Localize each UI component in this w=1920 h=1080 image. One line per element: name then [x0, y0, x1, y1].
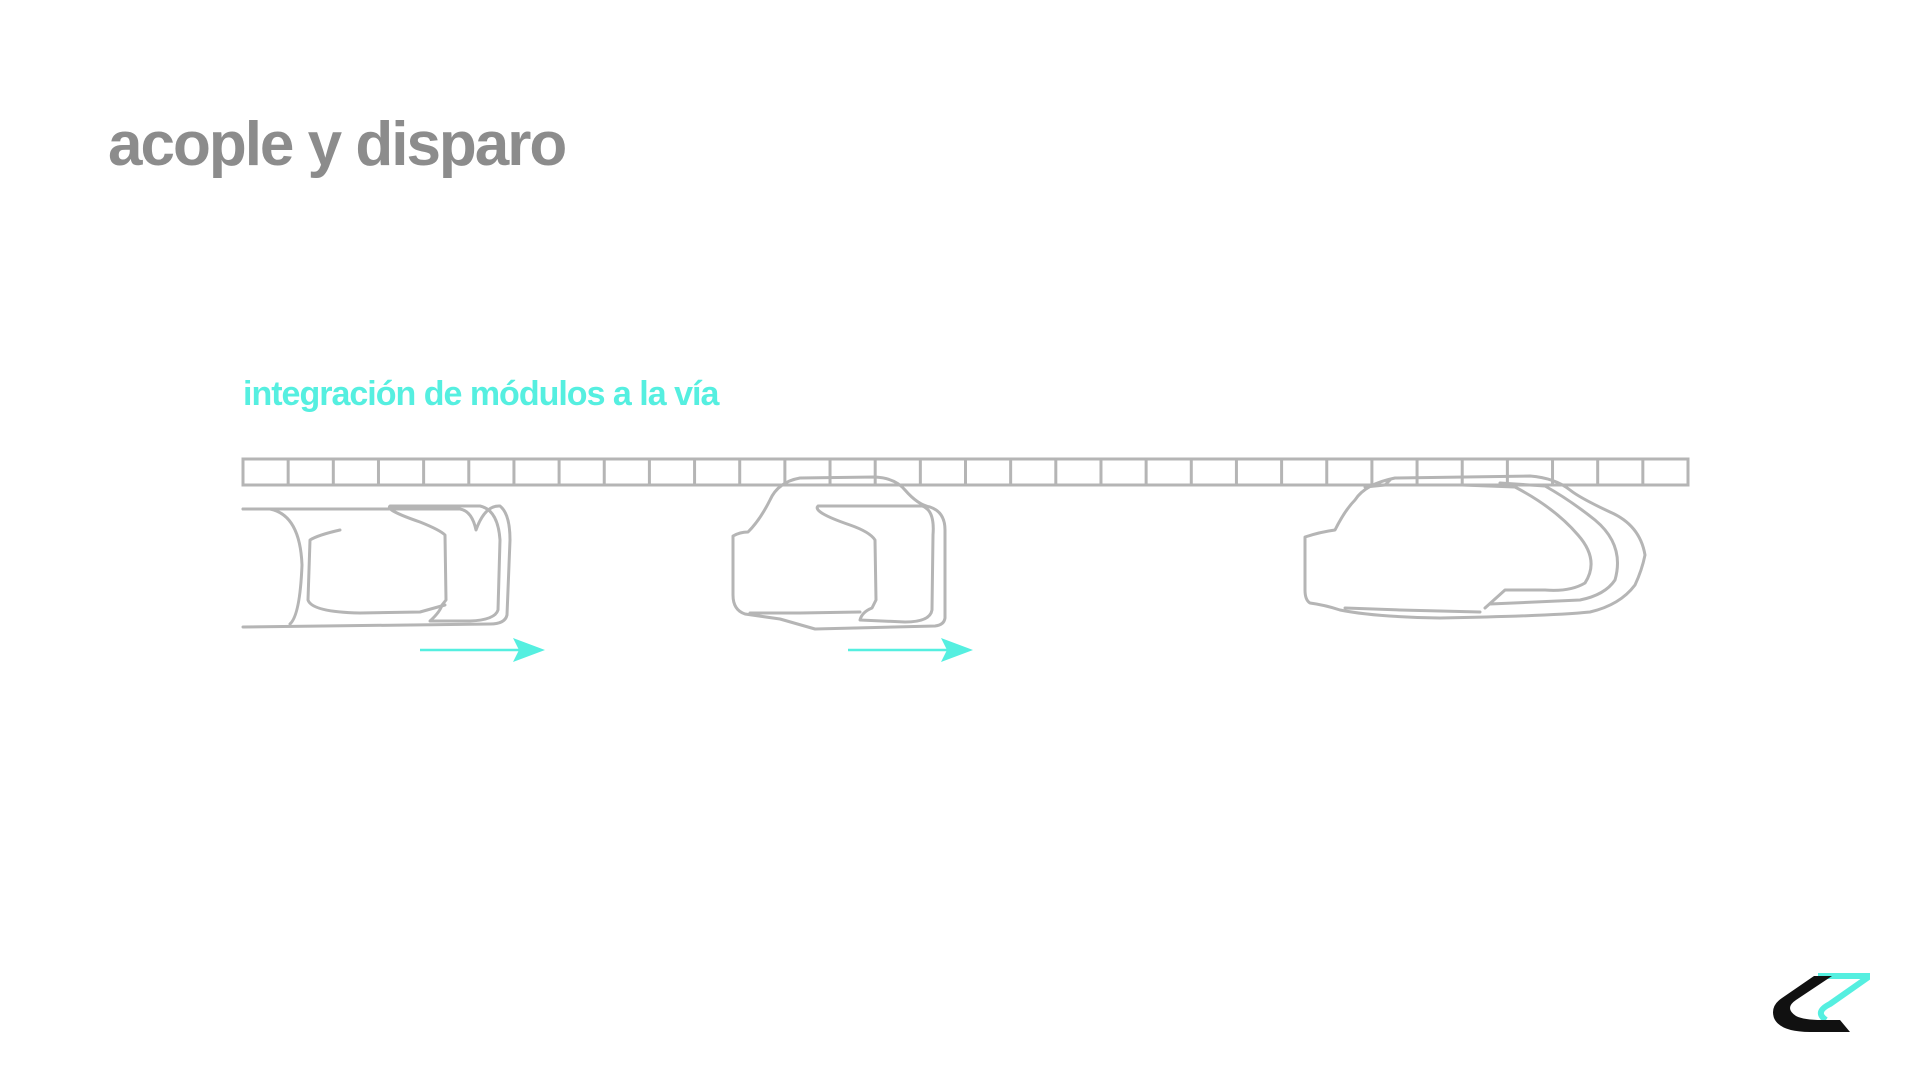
logo-dark-shape — [1773, 976, 1850, 1032]
arrow-2 — [848, 638, 973, 662]
vehicle-1-cabin — [387, 504, 502, 623]
vehicle-3 — [1303, 474, 1647, 620]
brand-chevron-logo — [1773, 973, 1870, 1032]
vehicle-1-nose — [241, 507, 304, 626]
vehicle-3-body — [1303, 474, 1647, 620]
vehicle-2-cabin — [815, 504, 935, 624]
vehicle-2-window — [748, 610, 862, 615]
vehicle-3-stripe-outer — [1488, 481, 1619, 606]
diagram-subtitle: integración de módulos a la vía — [243, 375, 719, 413]
vehicle-1-body — [241, 504, 512, 629]
vehicle-1 — [241, 504, 512, 629]
arrow-1 — [420, 638, 545, 662]
vehicle-3-connector — [1363, 478, 1392, 489]
track-rail — [241, 457, 1690, 487]
vehicle-3-window — [1343, 606, 1482, 614]
vehicle-3-stripe-inner — [1460, 483, 1593, 610]
vehicle-2 — [731, 475, 947, 631]
vehicle-1-window — [306, 528, 447, 615]
slide-title: acople y disparo — [108, 110, 567, 179]
logo-accent-stroke — [1817, 973, 1870, 1023]
vehicle-2-body — [731, 475, 947, 631]
